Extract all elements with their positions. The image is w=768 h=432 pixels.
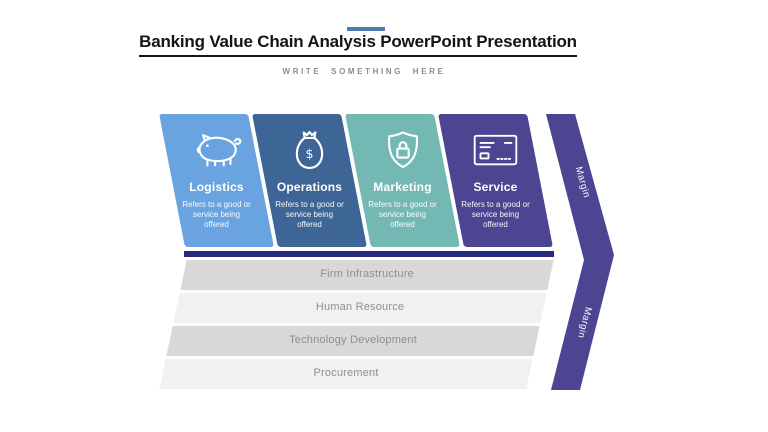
piggy-bank-icon [192, 124, 242, 176]
primary-activity-operations: $ Operations Refers to a good or service… [252, 114, 367, 247]
column-title: Marketing [373, 180, 432, 194]
support-activity-row: Human Resource [173, 293, 547, 323]
support-activity-row: Firm Infrastructure [180, 260, 554, 290]
support-activity-label: Human Resource [315, 301, 405, 314]
column-title: Service [473, 180, 518, 194]
column-description: Refers to a good or service being offere… [275, 200, 344, 229]
divider-bar [184, 251, 554, 257]
slide-subtitle: WRITE SOMETHING HERE [282, 67, 446, 76]
support-activity-label: Firm Infrastructure [320, 268, 414, 280]
column-description: Refers to a good or service being offere… [368, 200, 437, 229]
column-description: Refers to a good or service being offere… [461, 200, 530, 229]
money-bag-icon: $ [293, 124, 326, 176]
margin-arrow-shape [546, 114, 614, 390]
margin-arrow: Margin Margin [546, 114, 614, 390]
column-description: Refers to a good or service being offere… [182, 200, 251, 229]
support-activity-row: Technology Development [166, 326, 540, 356]
svg-text:$: $ [305, 145, 313, 160]
support-activity-row: Procurement [159, 359, 533, 389]
accent-line [347, 27, 385, 31]
support-activity-label: Procurement [313, 367, 379, 380]
column-title: Logistics [189, 180, 244, 194]
shield-lock-icon [385, 124, 421, 176]
support-activity-label: Technology Development [289, 334, 417, 347]
primary-activity-marketing: Marketing Refers to a good or service be… [345, 114, 460, 247]
column-title: Operations [276, 180, 343, 194]
header: Banking Value Chain Analysis PowerPoint … [0, 32, 716, 57]
page-title: Banking Value Chain Analysis PowerPoint … [139, 32, 577, 57]
primary-activities-row: Logistics Refers to a good or service be… [159, 114, 553, 247]
bank-check-icon [473, 124, 518, 176]
primary-activity-service: Service Refers to a good or service bein… [438, 114, 553, 247]
support-activities-block: Firm Infrastructure Human Resource Techn… [159, 260, 554, 389]
primary-activity-logistics: Logistics Refers to a good or service be… [159, 114, 274, 247]
